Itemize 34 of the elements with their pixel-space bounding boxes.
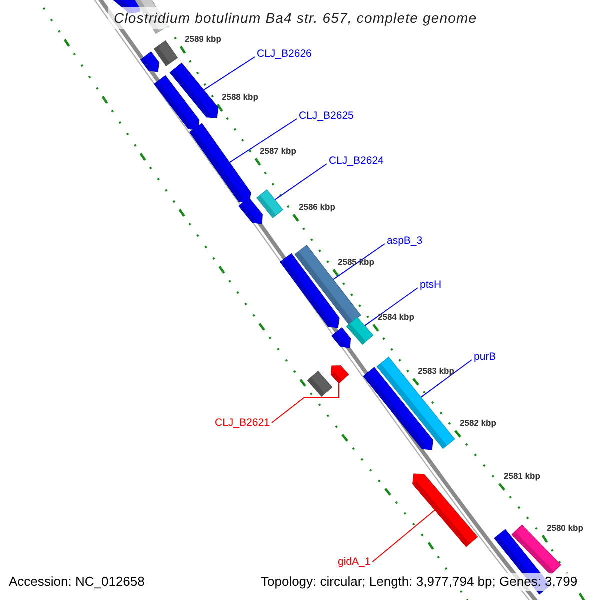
tick-label: 2588 kbp (222, 91, 258, 103)
gene-label: CLJ_B2624 (329, 154, 384, 168)
gene-feature (189, 123, 252, 204)
leader-line (420, 360, 472, 398)
tick-label: 2586 kbp (299, 201, 336, 213)
tick-label: 2584 kbp (378, 311, 414, 323)
tick-label: 2589 kbp (185, 33, 222, 45)
gene-label: CLJ_B2625 (299, 109, 354, 123)
gene-feature (376, 356, 456, 450)
gene-feature (294, 245, 362, 325)
gene-label: CLJ_B2626 (257, 47, 312, 61)
gene-label: purB (474, 350, 496, 364)
gene-label: ptsH (420, 278, 442, 292)
leader-line (203, 56, 256, 91)
tick-label: 2583 kbp (418, 365, 454, 377)
tick-label: 2580 kbp (547, 522, 584, 534)
tick-label: 2587 kbp (260, 145, 296, 157)
leader-line (271, 382, 340, 424)
gene-feature (346, 316, 374, 346)
leader-line (364, 288, 418, 326)
tick-label: 2581 kbp (504, 470, 540, 482)
gene-label: aspB_3 (387, 234, 423, 248)
leader-line (332, 244, 386, 280)
tick-label: 2585 kbp (338, 256, 374, 268)
leader-line (274, 164, 328, 200)
gene-feature (330, 366, 350, 384)
gene-feature (256, 190, 284, 218)
gene-label: gidA_1 (338, 555, 371, 569)
leader-line (229, 118, 298, 164)
gene-feature (170, 62, 219, 118)
gene-feature (412, 474, 478, 548)
leader-line (372, 510, 436, 562)
tick-label: 2582 kbp (460, 417, 496, 429)
gene-label: CLJ_B2621 (215, 416, 270, 430)
